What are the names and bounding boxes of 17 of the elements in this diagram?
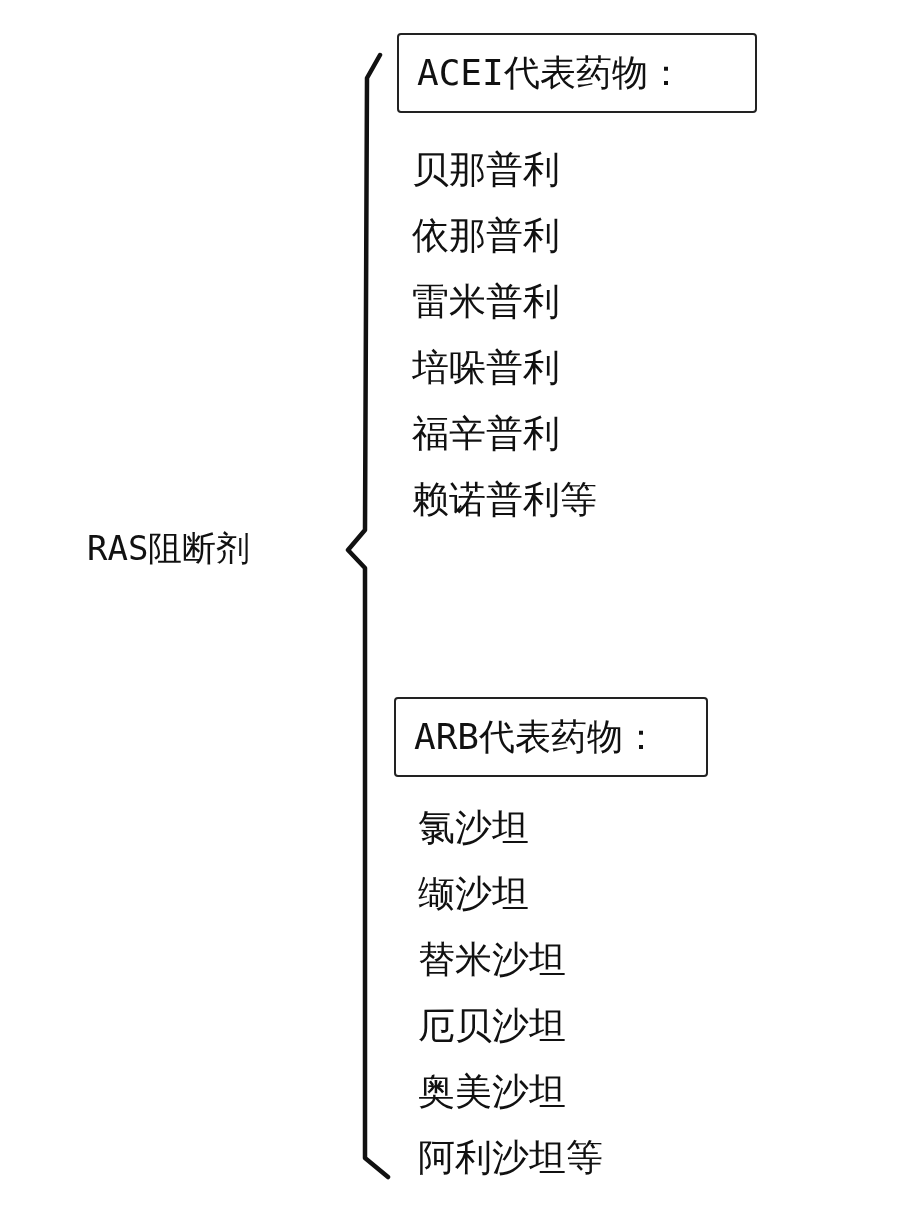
drug-name: 贝那普利 bbox=[412, 148, 560, 193]
drug-name: 阿利沙坦等 bbox=[418, 1136, 603, 1181]
drug-name: 雷米普利 bbox=[412, 280, 560, 325]
drug-name: 奥美沙坦 bbox=[418, 1070, 566, 1115]
drug-name: 福辛普利 bbox=[412, 412, 560, 457]
drug-name: 缬沙坦 bbox=[418, 872, 529, 917]
heading-text: ACEI代表药物： bbox=[417, 50, 684, 95]
heading-box bbox=[394, 697, 708, 777]
drug-name: 培哚普利 bbox=[412, 346, 560, 391]
category-label: RAS阻断剂 bbox=[87, 528, 251, 569]
drug-name: 氯沙坦 bbox=[418, 806, 529, 851]
drug-name: 替米沙坦 bbox=[418, 938, 566, 983]
heading-box bbox=[397, 33, 757, 113]
drug-name: 赖诺普利等 bbox=[412, 478, 597, 523]
drug-name: 厄贝沙坦 bbox=[418, 1004, 566, 1049]
drug-name: 依那普利 bbox=[412, 214, 560, 259]
heading-text: ARB代表药物： bbox=[414, 714, 660, 759]
